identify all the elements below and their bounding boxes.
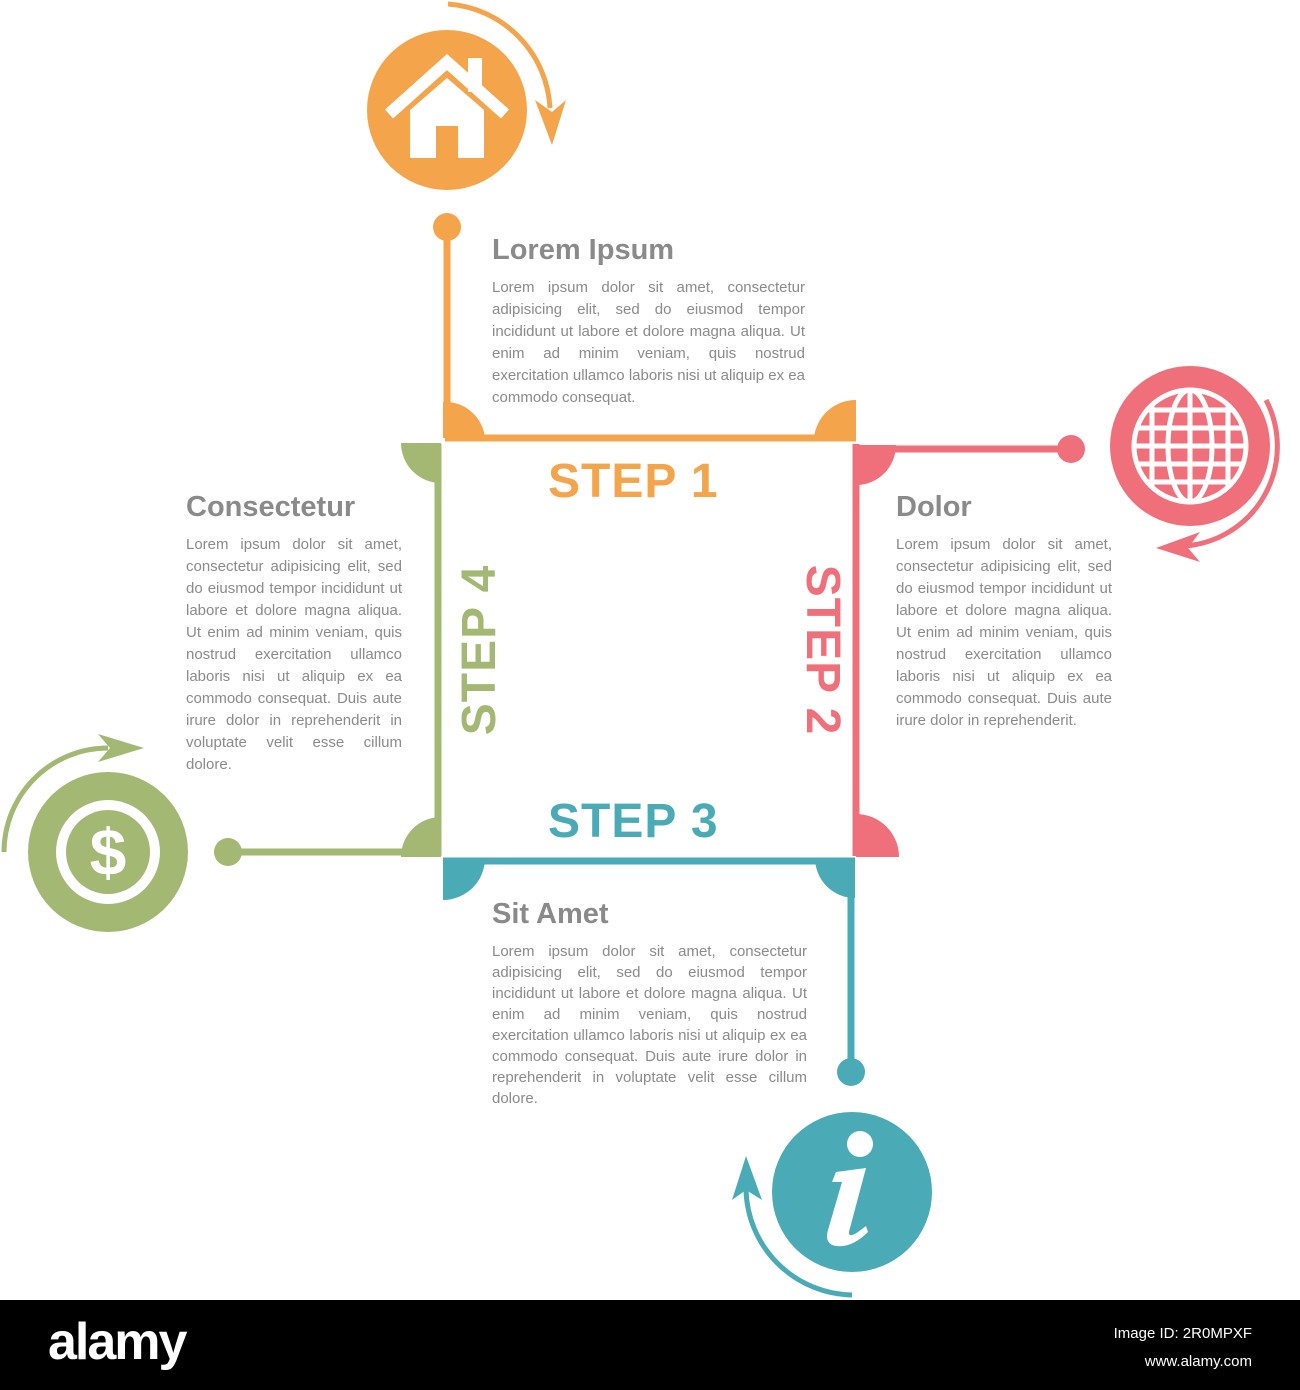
- dollar-arrow-head: [98, 734, 144, 762]
- info-icon: [827, 1131, 873, 1247]
- house-arrow-head: [535, 100, 566, 145]
- step-2-connector-dot: [1057, 435, 1085, 463]
- step-4-corner-bottom: [401, 817, 441, 857]
- left-block-title: Consectetur: [186, 491, 356, 523]
- info-arrow-head: [732, 1156, 762, 1200]
- image-id-text: Image ID: 2R0MPXF: [1113, 1325, 1252, 1342]
- left-block-body: Lorem ipsum dolor sit amet, consectetur …: [186, 536, 402, 773]
- dollar-refresh-arrow: [1, 745, 109, 853]
- step-2-label: STEP 2: [796, 564, 849, 736]
- site-text: www.alamy.com: [1144, 1353, 1252, 1370]
- bottom-block-body: Lorem ipsum dolor sit amet, consectetur …: [492, 943, 807, 1107]
- top-block-body: Lorem ipsum dolor sit amet, consectetur …: [492, 279, 805, 406]
- watermark-info: Image ID: 2R0MPXF www.alamy.com: [1114, 1320, 1252, 1376]
- house-icon-group: [367, 1, 566, 190]
- house-icon: [384, 53, 510, 158]
- step-3-corner-left: [443, 858, 485, 900]
- globe-icon: [1131, 387, 1249, 505]
- step-diagram: $: [1, 1, 1280, 1298]
- top-block-title: Lorem Ipsum: [492, 234, 675, 266]
- step-1-label: STEP 1: [548, 455, 719, 508]
- step-3-connector-dot: [837, 1058, 865, 1086]
- globe-icon-group: [1110, 366, 1280, 562]
- watermark-footer: alamy Image ID: 2R0MPXF www.alamy.com: [0, 1300, 1300, 1390]
- step-3-frame: [443, 857, 865, 1086]
- info-icon-group: [732, 1112, 932, 1298]
- alamy-logo: alamy: [48, 1313, 187, 1371]
- house-refresh-arrow: [447, 1, 553, 109]
- dollar-coin-icon: $: [56, 800, 160, 904]
- step-2-corner-top: [856, 445, 896, 485]
- globe-arrow-head: [1156, 532, 1200, 562]
- info-refresh-arrow: [743, 1189, 853, 1298]
- step-1-connector-dot: [433, 213, 461, 241]
- bottom-block-title: Sit Amet: [492, 898, 609, 930]
- step-3-corner-right: [815, 858, 855, 898]
- svg-text:$: $: [90, 815, 127, 889]
- step-1-corner-right: [814, 399, 856, 438]
- step-4-connector-dot: [214, 838, 242, 866]
- dollar-coin-icon-group: $: [1, 734, 188, 932]
- step-2-frame: [852, 435, 1085, 857]
- step-1-corner-left: [443, 401, 485, 438]
- step-4-corner-top: [401, 443, 441, 483]
- step-4-label: STEP 4: [453, 564, 506, 736]
- right-block-body: Lorem ipsum dolor sit amet, consectetur …: [896, 536, 1112, 729]
- globe-refresh-arrow: [1184, 398, 1280, 549]
- step-4-frame: [214, 443, 442, 866]
- step-2-corner-bottom: [856, 814, 899, 857]
- step-3-label: STEP 3: [548, 795, 719, 848]
- step-1-frame: [433, 213, 856, 442]
- right-block-title: Dolor: [896, 491, 972, 523]
